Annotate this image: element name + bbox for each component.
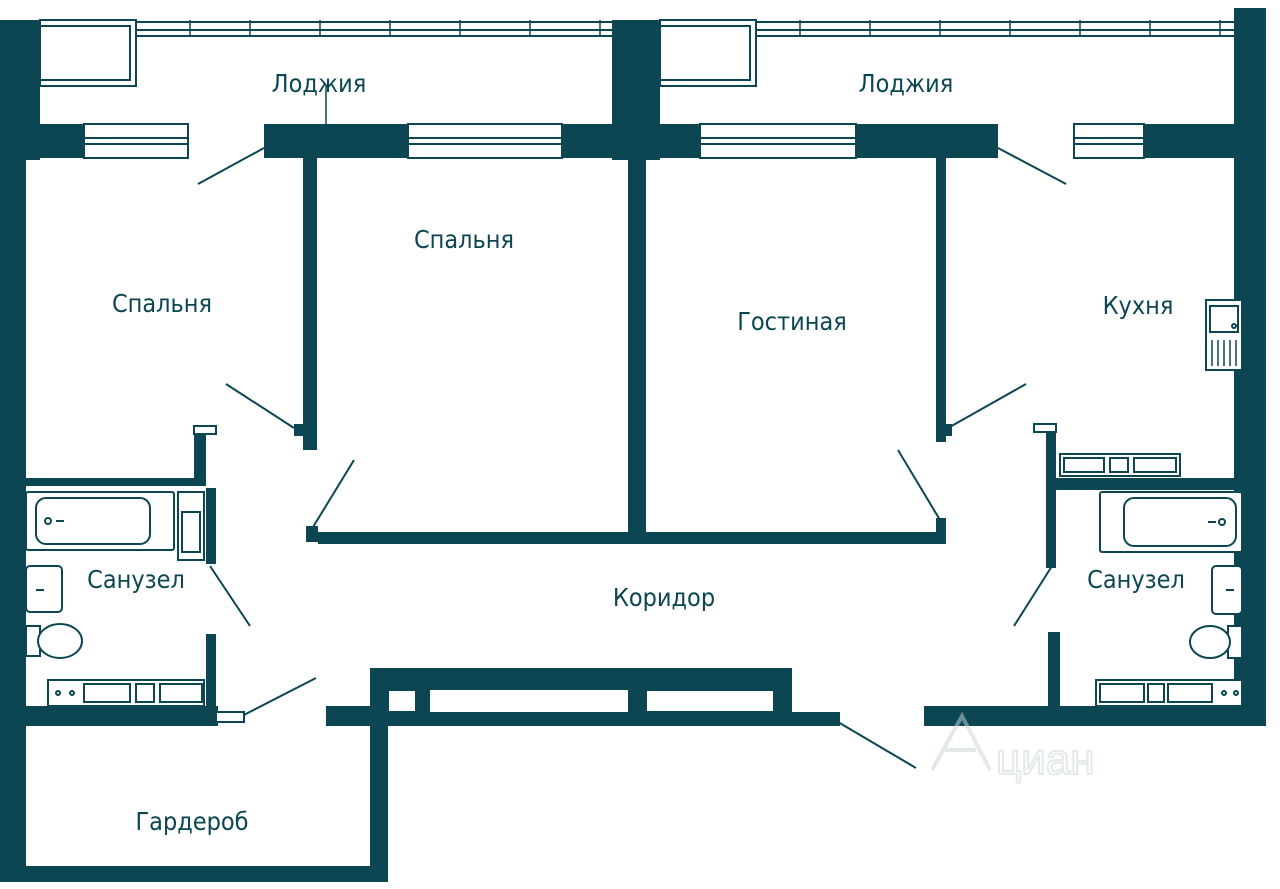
windows <box>83 123 1145 159</box>
window-3 <box>699 123 857 159</box>
watermark-text: циан <box>996 735 1095 784</box>
left-outer-wall <box>0 20 26 882</box>
washer-left-2 <box>135 683 155 703</box>
door-wardrobe <box>237 677 317 719</box>
partition-bedrooms <box>303 158 317 450</box>
door-bath-frame-left <box>193 425 217 435</box>
door-stub-3 <box>936 518 946 538</box>
cian-logo-icon <box>930 711 992 771</box>
outlet-left-2-icon <box>69 690 75 696</box>
label-bathroom-right: Санузел <box>1087 565 1185 594</box>
corridor-block-detail <box>387 689 775 713</box>
outlet-right-2-icon <box>1233 690 1239 696</box>
kitchen-sink-drain-icon <box>1231 323 1237 329</box>
facade-wall-1 <box>26 124 84 158</box>
facade-wall-4 <box>856 124 998 158</box>
bathtub-left-drain-icon <box>44 517 52 525</box>
window-2 <box>407 123 563 159</box>
window-4 <box>1073 123 1145 159</box>
bathroom-right-fixtures <box>1095 491 1243 707</box>
door-stub-2 <box>936 424 952 436</box>
cabinet-left-inner <box>181 511 201 553</box>
bathtub-right-drain-icon <box>1218 518 1226 526</box>
door-living <box>897 449 941 521</box>
corridor-block-bottom <box>370 712 840 726</box>
room-labels: Лоджия Лоджия Спальня Спальня Гостиная К… <box>87 69 1185 836</box>
bathtub-left-inner <box>35 497 151 545</box>
label-loggia-right: Лоджия <box>859 69 954 98</box>
loggia-right-corner-inner <box>659 25 751 81</box>
label-bedroom-left: Спальня <box>112 289 212 318</box>
toilet-left-bowl <box>37 623 83 659</box>
bathroom-left-partition-low <box>206 634 216 714</box>
door-stub-1 <box>294 424 306 436</box>
door-bathroom-right <box>1013 565 1053 627</box>
bathroom-right-partition-top <box>1046 424 1056 568</box>
label-wardrobe: Гардероб <box>135 807 248 836</box>
door-stub-4 <box>306 526 318 542</box>
label-living-room: Гостиная <box>737 307 847 336</box>
kitchen-drainer-ribs <box>1211 340 1237 366</box>
label-kitchen: Кухня <box>1103 291 1174 320</box>
corridor-niche-2 <box>645 689 775 713</box>
corridor-north-wall <box>318 532 946 544</box>
partition-living-kitchen <box>936 158 946 442</box>
door-wardrobe-frame <box>215 711 245 723</box>
washer-left-1 <box>83 683 131 703</box>
kitchen-counter-cell-1 <box>1063 457 1105 473</box>
bathroom-left-fixtures <box>25 491 205 707</box>
washer-right-1 <box>1099 683 1145 703</box>
doors <box>193 147 1067 769</box>
kitchen-counter-cell-2 <box>1109 457 1129 473</box>
door-bath-frame-right <box>1033 423 1057 433</box>
watermark: циан <box>930 711 1096 785</box>
washer-right-3 <box>1167 683 1213 703</box>
bathtub-right-inner <box>1123 497 1237 547</box>
outlet-left-1-icon <box>55 690 61 696</box>
toilet-right-bowl <box>1189 625 1231 659</box>
label-loggia-left: Лоджия <box>272 69 367 98</box>
door-bedroom-left <box>225 383 295 429</box>
bathroom-left-partition-top <box>194 426 206 486</box>
corridor-block-post-2 <box>628 690 646 718</box>
facade-wall-2 <box>264 124 408 158</box>
corridor-block-post-1 <box>416 690 430 718</box>
washer-left-3 <box>159 683 203 703</box>
label-bedroom-center: Спальня <box>414 225 514 254</box>
washer-right-2 <box>1147 683 1165 703</box>
kitchen-fixtures <box>1059 299 1243 477</box>
right-bottom-wall <box>924 706 1266 726</box>
corridor-block-top <box>370 668 792 690</box>
loggias <box>39 19 1234 124</box>
label-bathroom-left: Санузел <box>87 565 185 594</box>
wardrobe-right-wall <box>370 668 388 880</box>
door-bathroom-left <box>209 565 251 627</box>
door-kitchen <box>947 383 1027 429</box>
bathroom-right-partition-low <box>1048 632 1060 710</box>
door-loggia-left <box>197 147 265 185</box>
label-corridor: Коридор <box>613 583 715 612</box>
door-loggia-right <box>997 147 1067 185</box>
window-1 <box>83 123 189 159</box>
glazing-mullions <box>189 20 1221 36</box>
facade-wall-3 <box>562 124 700 158</box>
corridor-block-post-3 <box>774 690 792 718</box>
loggia-left-corner-frame <box>39 19 137 87</box>
loggia-left-corner-inner <box>39 25 131 81</box>
bathroom-left-partition-mid <box>206 488 216 564</box>
kitchen-counter-cell-3 <box>1133 457 1177 473</box>
wardrobe-bottom-wall <box>0 866 388 882</box>
bathroom-left-bottom-wall <box>26 706 218 726</box>
corridor-niche-1 <box>387 689 417 713</box>
outlet-right-1-icon <box>1221 690 1227 696</box>
door-bedroom-center <box>309 459 355 533</box>
bathroom-left-top-wall <box>26 478 206 486</box>
facade-wall-5 <box>1144 124 1242 158</box>
loggia-right-corner-frame <box>659 19 757 87</box>
bathroom-right-top-wall <box>1056 478 1242 490</box>
door-entrance <box>837 721 917 769</box>
partition-bedroom-living <box>628 158 646 536</box>
